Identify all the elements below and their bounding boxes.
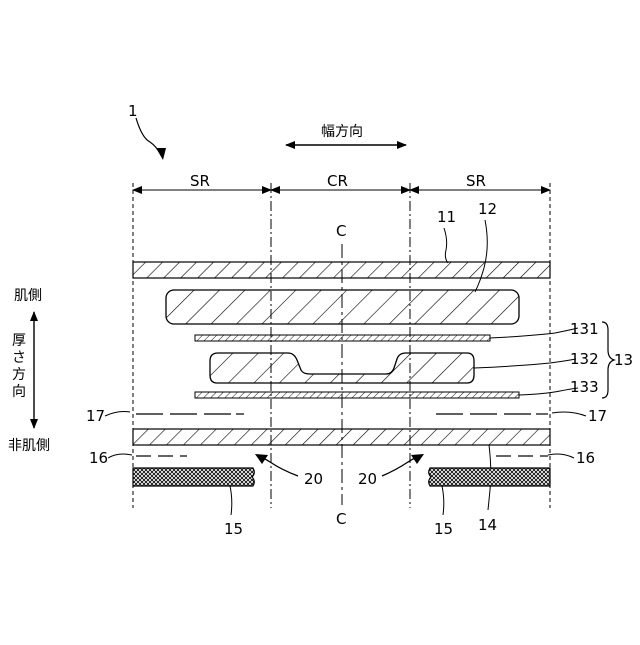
ref-16-left-leader [108,454,132,458]
ref-133-label: 133 [570,378,599,396]
layer-15-right-pad [429,468,550,486]
ref-17-left-leader [105,412,130,417]
ref-15-left-leader [230,486,232,515]
ref-17-left-label: 17 [86,407,105,425]
layer-15-left-pad [133,468,254,486]
ref-15-left-label: 15 [224,520,243,538]
ref-11-leader [444,228,448,263]
layer-133 [195,392,519,398]
non-skin-side-label: 非肌側 [8,438,50,454]
ref-1-arrowhead [156,148,166,160]
ref-131-leader [490,328,578,338]
layer-131 [195,335,490,341]
ref-17-right-leader [552,412,586,416]
ref-17-right-label: 17 [588,407,607,425]
ref-15-right-label: 15 [434,520,453,538]
ref-131-label: 131 [570,320,599,338]
region-label-right-sr: SR [466,172,486,190]
ref-20-right-label: 20 [358,470,377,488]
ref-14-label: 14 [478,516,497,534]
layer-11-top-sheet [133,262,550,278]
region-label-left-sr: SR [190,172,210,190]
ref-13-label: 13 [614,351,633,369]
layer-12-absorbent [166,290,519,324]
ref-12-label: 12 [478,200,497,218]
width-direction-label: 幅方向 [321,124,363,140]
ref-12-leader [475,220,487,292]
ref-16-left-label: 16 [89,449,108,467]
ref-20-left-label: 20 [304,470,323,488]
skin-side-label: 肌側 [14,288,42,304]
ref-13-brace [602,322,614,398]
centerline-label-top: C [336,222,346,240]
centerline-label-bottom: C [336,510,346,528]
thickness-char-4: 向 [12,384,26,400]
thickness-char-3: 方 [12,367,26,383]
region-label-cr: CR [327,172,348,190]
ref-11-label: 11 [437,208,456,226]
ref-132-label: 132 [570,350,599,368]
layer-14-back-sheet [133,429,550,445]
ref-16-right-leader [548,454,574,458]
ref-1-label: 1 [128,102,138,120]
thickness-char-1: 厚 [12,333,26,349]
ref-16-right-label: 16 [576,449,595,467]
ref-15-right-leader [442,486,444,515]
ref-132-leader [474,359,576,368]
thickness-char-2: さ [12,350,26,366]
